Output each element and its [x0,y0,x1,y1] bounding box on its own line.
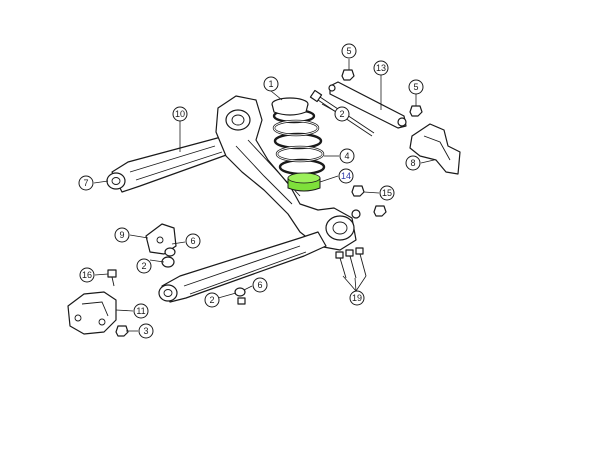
callout-13[interactable]: 13 [373,60,389,76]
callout-6-upper[interactable]: 6 [185,233,201,249]
bracket [409,123,461,175]
bolt-16 [107,269,117,287]
callout-4[interactable]: 4 [339,148,355,164]
callout-6-upper-label: 6 [190,236,195,246]
callout-4-label: 4 [344,151,349,161]
callout-10[interactable]: 10 [172,106,188,122]
callout-3-label: 3 [143,326,148,336]
nut-5-right [409,105,423,117]
callout-19-label: 19 [352,293,362,303]
callout-7-label: 7 [83,178,88,188]
callout-8[interactable]: 8 [405,155,421,171]
nut-5-top [341,69,355,81]
nuts-15 [351,185,387,217]
bracket-9 [145,223,177,255]
callout-7[interactable]: 7 [78,175,94,191]
callout-16-label: 16 [82,270,92,280]
callout-11-label: 11 [136,306,145,316]
callout-15-label: 15 [382,188,392,198]
callout-9[interactable]: 9 [114,227,130,243]
callout-5-right[interactable]: 5 [408,79,424,95]
nut-3 [115,325,129,337]
coil-spring [272,108,326,176]
callout-2-bottom[interactable]: 2 [204,292,220,308]
callout-2-top-label: 2 [339,109,344,119]
callout-2-top[interactable]: 2 [334,106,350,122]
callout-5-right-label: 5 [413,82,418,92]
lateral-link [328,81,407,129]
callout-13-label: 13 [376,63,386,73]
trailing-arm [106,133,241,193]
callout-5-top-label: 5 [346,46,351,56]
callout-14[interactable]: 14 [338,168,354,184]
callout-1-label: 1 [268,79,273,89]
upper-spring-isolator [271,97,309,116]
callout-11[interactable]: 11 [133,303,149,319]
mount-11 [67,291,117,335]
callout-3[interactable]: 3 [138,323,154,339]
callout-6-lower[interactable]: 6 [252,277,268,293]
bolts-19 [335,247,367,279]
bushing-left [161,247,176,268]
callout-10-label: 10 [175,109,185,119]
callout-16[interactable]: 16 [79,267,95,283]
callout-14-label: 14 [341,171,351,181]
bolt-bottom [234,287,246,305]
callout-8-label: 8 [410,158,415,168]
callout-15[interactable]: 15 [379,185,395,201]
crossmember [215,95,361,251]
callout-9-label: 9 [119,230,124,240]
lower-control-arm [158,231,327,303]
callout-5-top[interactable]: 5 [341,43,357,59]
callout-2-bottom-label: 2 [209,295,214,305]
lower-spring-isolator-highlight [287,172,321,192]
callout-19[interactable]: 19 [349,290,365,306]
callout-1[interactable]: 1 [263,76,279,92]
callout-2-left-label: 2 [141,261,146,271]
callout-2-left[interactable]: 2 [136,258,152,274]
callout-6-lower-label: 6 [257,280,262,290]
